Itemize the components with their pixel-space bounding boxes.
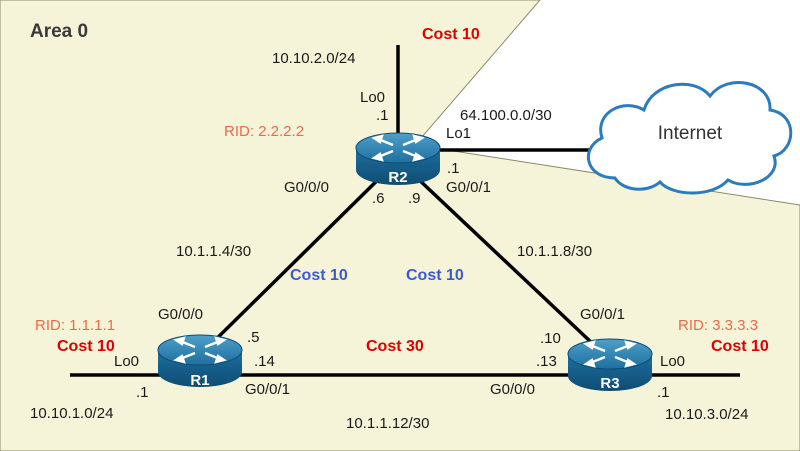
r3-g001-label: G0/0/1 xyxy=(580,306,625,323)
r1-g001-label: G0/0/1 xyxy=(245,381,290,398)
r2-lo1-label: Lo1 xyxy=(446,125,471,142)
link-r1-r2 xyxy=(198,158,400,357)
router-r1-name: R1 xyxy=(190,372,209,389)
router-r3[interactable]: R3 xyxy=(566,337,654,393)
r1-lo0-host: .1 xyxy=(136,384,149,401)
r1-loopback-cost: Cost 10 xyxy=(57,338,115,355)
internet-cloud: Internet xyxy=(586,81,793,195)
area-title: Area 0 xyxy=(30,21,88,42)
r2-rid: RID: 2.2.2.2 xyxy=(224,123,304,140)
r2-g000-label: G0/0/0 xyxy=(284,179,329,196)
r2-loopback-cost: Cost 10 xyxy=(422,26,480,43)
r1-g000-label: G0/0/0 xyxy=(158,306,203,323)
r2-g001-label: G0/0/1 xyxy=(446,179,491,196)
r3-lo0-label: Lo0 xyxy=(660,353,685,370)
r3-lo0-host: .1 xyxy=(657,384,670,401)
r3-loopback-cost: Cost 10 xyxy=(711,338,769,355)
r2-g000-host: .6 xyxy=(372,190,385,207)
internet-label: Internet xyxy=(658,123,723,144)
r2-r3-network: 10.1.1.8/30 xyxy=(517,243,592,260)
internet-network: 64.100.0.0/30 xyxy=(460,107,552,124)
r3-rid: RID: 3.3.3.3 xyxy=(678,317,758,334)
r1-lo0-label: Lo0 xyxy=(114,353,139,370)
r2-lo0-host: .1 xyxy=(376,107,389,124)
r2-g001-host: .9 xyxy=(408,190,421,207)
r2-lo1-host: .1 xyxy=(447,160,460,177)
r3-g000-host: .13 xyxy=(536,353,557,370)
r1-rid: RID: 1.1.1.1 xyxy=(35,317,115,334)
router-r2-name: R2 xyxy=(388,169,407,186)
r1-r2-cost: Cost 10 xyxy=(290,267,348,284)
router-r3-name: R3 xyxy=(600,375,619,392)
r2-r3-cost: Cost 10 xyxy=(406,267,464,284)
r1-lan-network: 10.10.1.0/24 xyxy=(30,405,113,422)
r2-lo0-label: Lo0 xyxy=(360,89,385,106)
r1-r3-cost: Cost 30 xyxy=(366,338,424,355)
r1-g000-host: .5 xyxy=(247,329,260,346)
r2-lan-network: 10.10.2.0/24 xyxy=(272,50,355,67)
r3-g001-host: .10 xyxy=(540,330,561,347)
router-r2[interactable]: R2 xyxy=(354,131,442,187)
r1-r2-network: 10.1.1.4/30 xyxy=(176,243,251,260)
r1-r3-network: 10.1.1.12/30 xyxy=(346,415,429,432)
cloud-icon xyxy=(586,81,793,195)
r3-lan-network: 10.10.3.0/24 xyxy=(665,406,748,423)
link-r2-r3 xyxy=(396,158,612,362)
router-r1[interactable]: R1 xyxy=(156,333,244,389)
r3-g000-label: G0/0/0 xyxy=(490,381,535,398)
r1-g001-host: .14 xyxy=(254,353,275,370)
